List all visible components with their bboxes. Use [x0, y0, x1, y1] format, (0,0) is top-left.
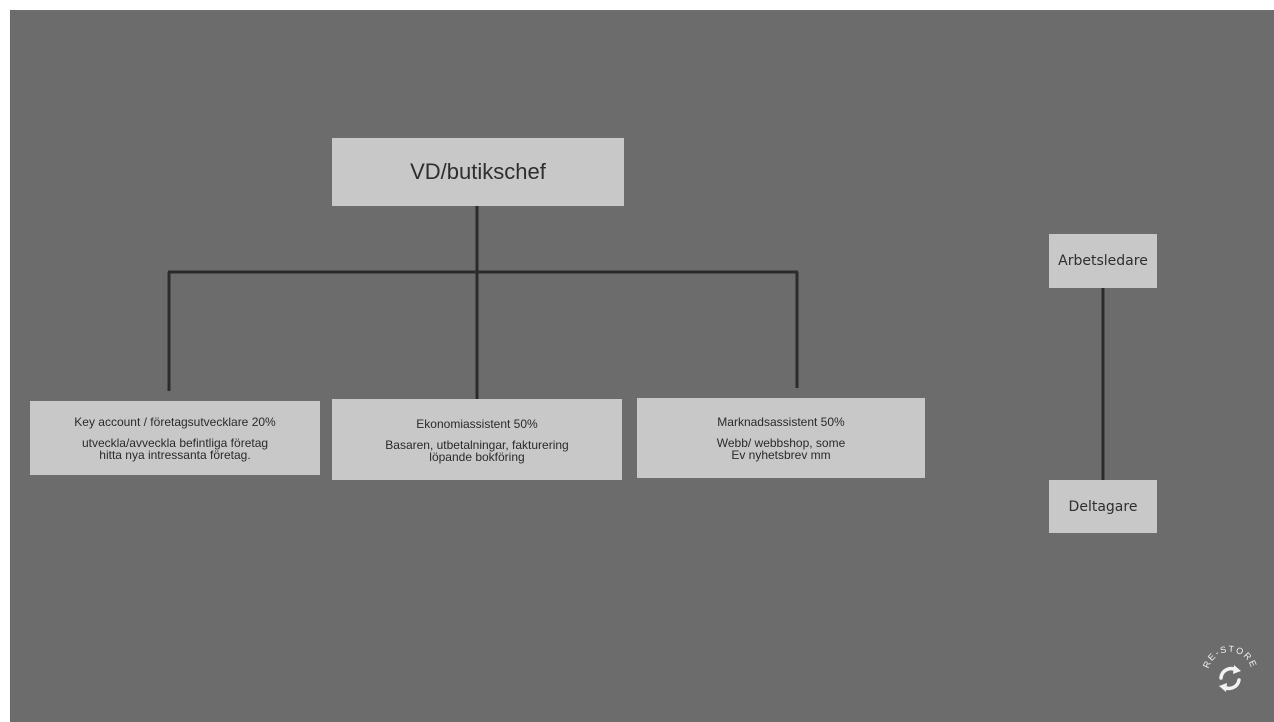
- child-node-ekonomiassistent: Ekonomiassistent 50% Basaren, utbetalnin…: [332, 399, 622, 480]
- node-deltagare-label: Deltagare: [1068, 498, 1138, 515]
- child-node-title: Key account / företagsutvecklare 20%: [74, 415, 276, 429]
- node-arbetsledare: Arbetsledare: [1049, 234, 1157, 288]
- org-chart-slide: VD/butikschef Key account / företagsutve…: [10, 10, 1274, 722]
- root-node-vd-butikschef: VD/butikschef: [332, 138, 624, 206]
- child-node-marknadsassistent: Marknadsassistent 50% Webb/ webbshop, so…: [637, 398, 925, 478]
- connector-lines: [167, 206, 1105, 480]
- child-node-description: Webb/ webbshop, some Ev nyhetsbrev mm: [716, 436, 846, 462]
- child-node-description: Basaren, utbetalningar, fakturering löpa…: [385, 437, 569, 464]
- logo-text: RE-STORE: [1201, 644, 1259, 670]
- node-arbetsledare-label: Arbetsledare: [1058, 253, 1148, 269]
- restore-logo: RE-STORE: [1201, 644, 1259, 692]
- child-node-key-account: Key account / företagsutvecklare 20% utv…: [30, 401, 320, 475]
- child-node-title: Ekonomiassistent 50%: [416, 416, 538, 431]
- root-node-title: VD/butikschef: [410, 159, 546, 184]
- child-node-title: Marknadsassistent 50%: [717, 415, 845, 429]
- child-node-description: utveckla/avveckla befintliga företag hit…: [81, 436, 269, 462]
- node-deltagare: Deltagare: [1049, 480, 1157, 533]
